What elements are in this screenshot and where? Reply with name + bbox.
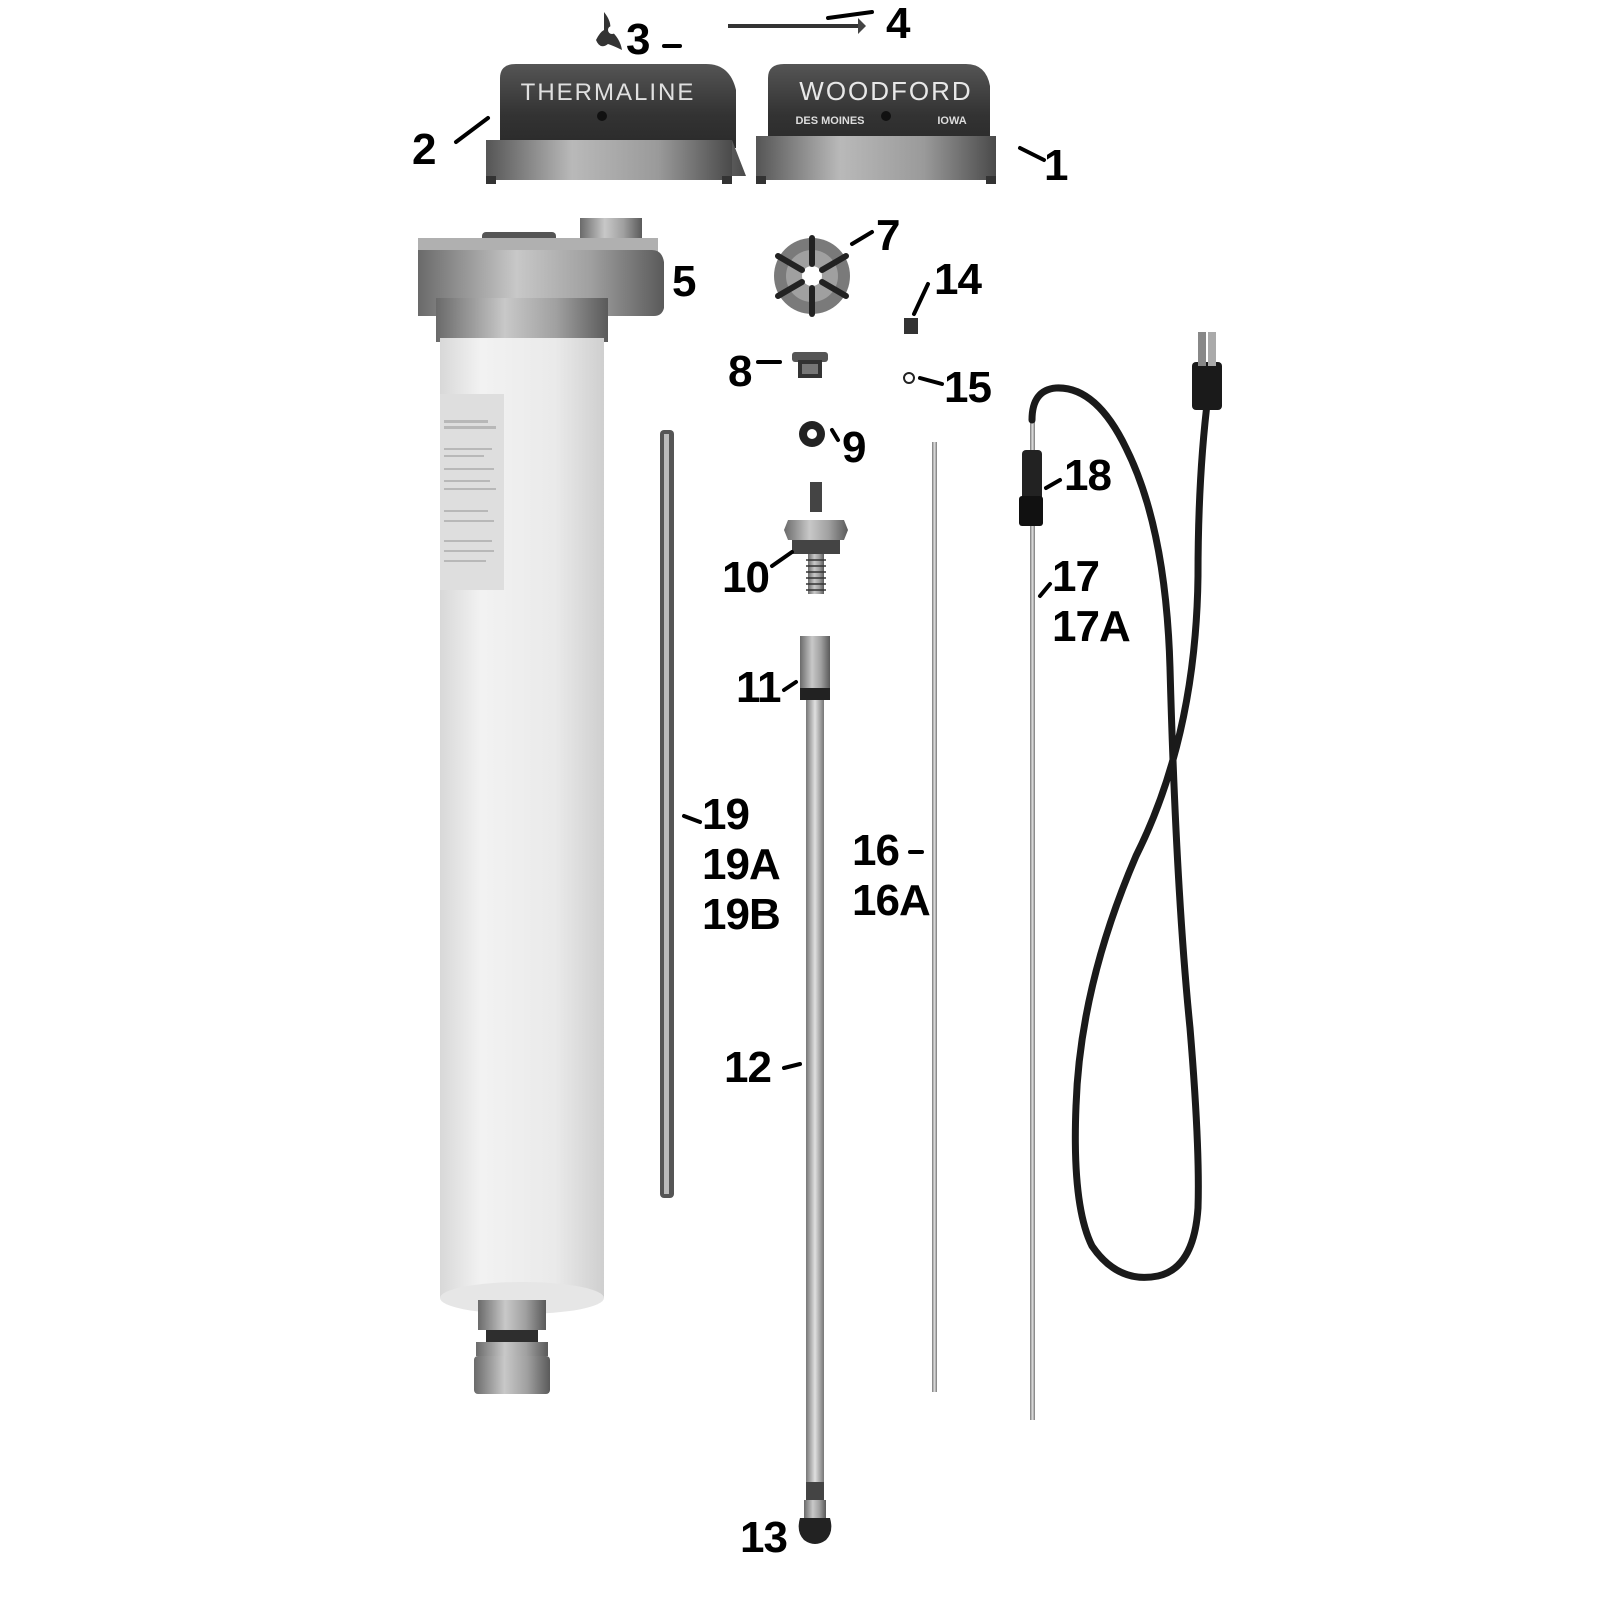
callout-4: 4 — [886, 0, 911, 48]
thin-rod — [932, 442, 937, 1392]
small-sleeve — [904, 318, 918, 334]
thermaline-cover — [486, 64, 746, 184]
callout-12: 12 — [724, 1043, 772, 1092]
callout-14: 14 — [934, 255, 982, 304]
heat-tape-element — [1019, 332, 1222, 1420]
callout-9: 9 — [842, 423, 867, 472]
callout-16a-label: 16A — [852, 876, 931, 925]
cover-bolt — [728, 18, 866, 34]
callout-10: 10 — [722, 553, 770, 602]
cover-right-state: IOWA — [937, 115, 966, 127]
operating-rod-assembly — [798, 636, 832, 1544]
callout-8: 8 — [728, 347, 753, 396]
callout-1: 1 — [1044, 141, 1069, 190]
cover-left-text: THERMALINE — [521, 79, 696, 106]
callout-13: 13 — [740, 1513, 788, 1562]
callout-19-label: 19 — [702, 790, 750, 839]
callout-16: 16 16A — [852, 826, 931, 926]
cam-star-wheel — [774, 235, 850, 317]
callout-15: 15 — [944, 363, 992, 412]
cover-right-text: WOODFORD — [799, 76, 972, 106]
callout-19: 19 19A 19B — [702, 790, 781, 940]
callout-7: 7 — [876, 211, 901, 260]
callout-3: 3 — [626, 15, 651, 64]
leader-lines — [454, 10, 1062, 1070]
callout-19a-label: 19A — [702, 840, 781, 889]
callout-11: 11 — [736, 663, 782, 712]
washer — [799, 421, 825, 447]
long-rod — [660, 430, 674, 1198]
woodford-cover — [756, 64, 996, 184]
packing-nut — [792, 352, 828, 378]
callout-19b-label: 19B — [702, 890, 781, 939]
callout-5: 5 — [672, 257, 697, 306]
wing-nut — [596, 12, 622, 50]
callout-2: 2 — [412, 125, 437, 174]
callout-17-label: 17 — [1052, 552, 1100, 601]
cover-right-city: DES MOINES — [795, 115, 864, 127]
cylinder-assembly — [418, 218, 664, 1394]
callout-17a-label: 17A — [1052, 602, 1131, 651]
callout-18: 18 — [1064, 451, 1112, 500]
callout-16-label: 16 — [852, 826, 900, 875]
o-ring — [903, 372, 915, 384]
plunger-valve-stem — [784, 482, 848, 594]
callout-17: 17 17A — [1052, 552, 1131, 652]
